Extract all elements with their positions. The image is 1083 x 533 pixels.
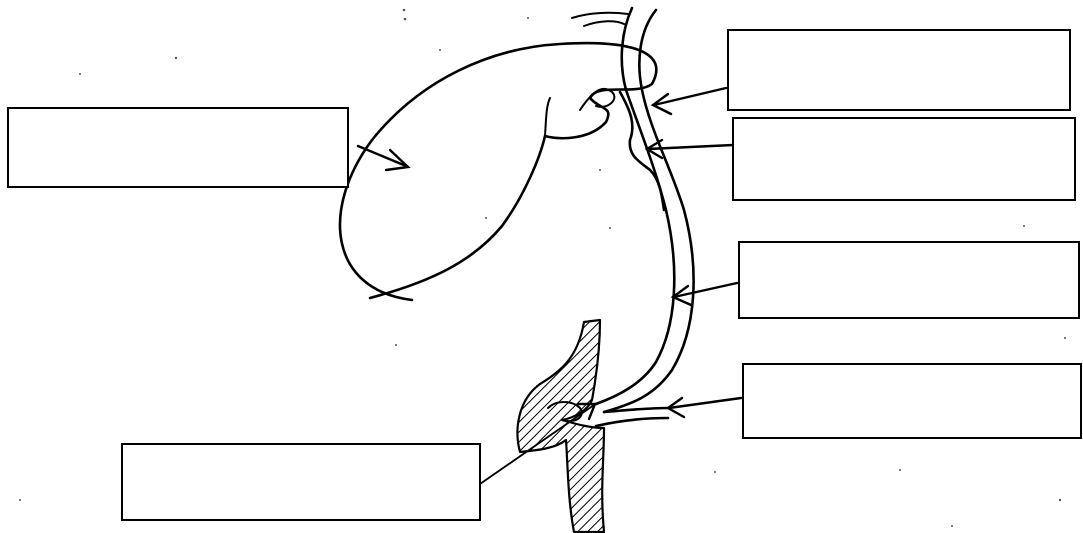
arrow-middle-right bbox=[673, 283, 737, 305]
label-box-top-right-upper[interactable] bbox=[728, 30, 1070, 110]
label-box-bottom-left[interactable] bbox=[122, 444, 480, 520]
testis-inner-fold bbox=[545, 98, 550, 136]
arrow-top-right-upper bbox=[653, 88, 726, 114]
sperm-duct-outer bbox=[604, 10, 694, 412]
label-box-top-right-lower[interactable] bbox=[733, 118, 1075, 200]
testis-top-curl bbox=[580, 89, 614, 110]
epididymis-outline bbox=[620, 92, 664, 210]
testis-outline bbox=[340, 43, 656, 300]
urethra-hatched-region bbox=[517, 320, 604, 532]
vessel-top-curl-2 bbox=[584, 21, 624, 26]
label-box-bottom-right[interactable] bbox=[743, 364, 1081, 438]
label-box-left-body[interactable] bbox=[8, 108, 348, 187]
vessel-top-curl bbox=[572, 13, 628, 18]
arrow-bottom-right bbox=[668, 398, 741, 417]
duct-to-urethra-lower bbox=[596, 418, 668, 426]
label-box-middle-right[interactable] bbox=[739, 242, 1079, 318]
arrow-left-body bbox=[358, 146, 408, 170]
